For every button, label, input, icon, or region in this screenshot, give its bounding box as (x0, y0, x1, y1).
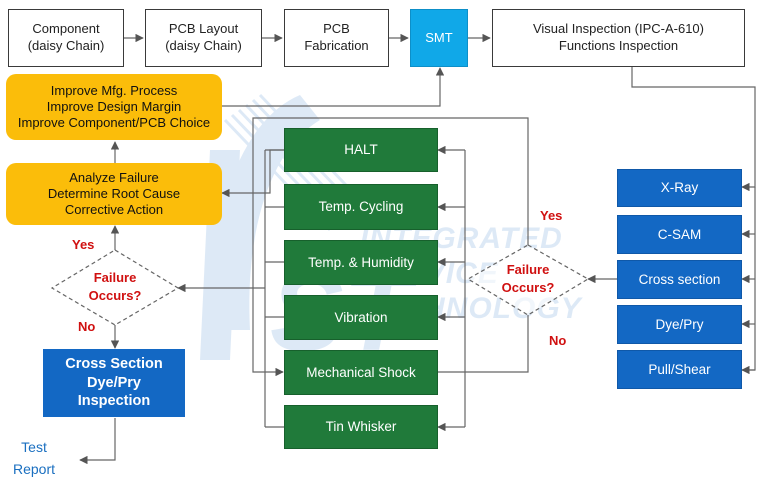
test-vibration: Vibration (284, 295, 438, 340)
left-decision-yes: Yes (72, 237, 95, 252)
smt-box: SMT (410, 9, 468, 67)
cross-section-inspection-box: Cross Section Dye/Pry Inspection (43, 349, 185, 417)
inspection-csam: C-SAM (617, 215, 742, 254)
test-temp-cycling: Temp. Cycling (284, 184, 438, 230)
arrow-to-report (79, 418, 116, 465)
arrow-visual-to-inspections (631, 67, 756, 192)
test-tin-whisker: Tin Whisker (284, 405, 438, 449)
right-decision-text: Failure Occurs? (501, 262, 555, 296)
improve-box: Improve Mfg. Process Improve Design Marg… (6, 74, 222, 140)
pcb-layout-box: PCB Layout (daisy Chain) (145, 9, 262, 67)
inspection-pull-shear: Pull/Shear (617, 350, 742, 389)
inspection-dye-pry: Dye/Pry (617, 305, 742, 344)
arrow-halt-to-analyze (221, 149, 284, 198)
arrow-right-no (438, 315, 529, 373)
right-decision-no: No (549, 333, 567, 348)
left-decision-diamond (50, 249, 180, 326)
test-report-label: Test Report (12, 439, 56, 477)
pcb-fabrication-box: PCB Fabrication (284, 9, 389, 67)
left-decision-no: No (78, 319, 96, 334)
inspection-xray: X-Ray (617, 169, 742, 207)
left-decision-text: Failure Occurs? (88, 270, 142, 304)
inspection-cross-section: Cross section (617, 260, 742, 299)
arrow-improve-to-smt (222, 67, 445, 107)
arrow-right-yes (252, 117, 529, 377)
visual-inspection-box: Visual Inspection (IPC-A-610) Functions … (492, 9, 745, 67)
right-decision-diamond (466, 244, 590, 316)
component-box: Component (daisy Chain) (8, 9, 124, 67)
test-mechanical-shock: Mechanical Shock (284, 350, 438, 395)
test-temp-humidity: Temp. & Humidity (284, 240, 438, 285)
analyze-box: Analyze Failure Determine Root Cause Cor… (6, 163, 222, 225)
right-decision-yes: Yes (540, 208, 563, 223)
test-halt: HALT (284, 128, 438, 172)
